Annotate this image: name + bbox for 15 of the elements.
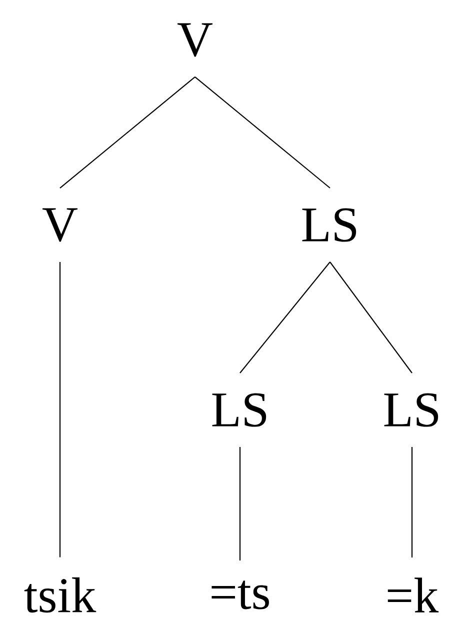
tree-branch — [194, 76, 330, 188]
tree-label: V — [42, 208, 78, 242]
tree-branch — [59, 262, 61, 558]
tree-label: LS — [384, 393, 438, 427]
tree-label: tsik — [24, 577, 96, 613]
tree-branch — [60, 76, 196, 188]
tree-label: V — [178, 23, 212, 57]
tree-label: LS — [302, 208, 356, 242]
tree-branch — [330, 262, 412, 374]
tree-branch — [239, 447, 241, 560]
tree-label: =ts — [212, 580, 269, 610]
tree-branch — [411, 447, 413, 558]
tree-label: LS — [212, 393, 266, 427]
tree-branch — [240, 262, 330, 374]
tree-label: =k — [388, 578, 439, 612]
